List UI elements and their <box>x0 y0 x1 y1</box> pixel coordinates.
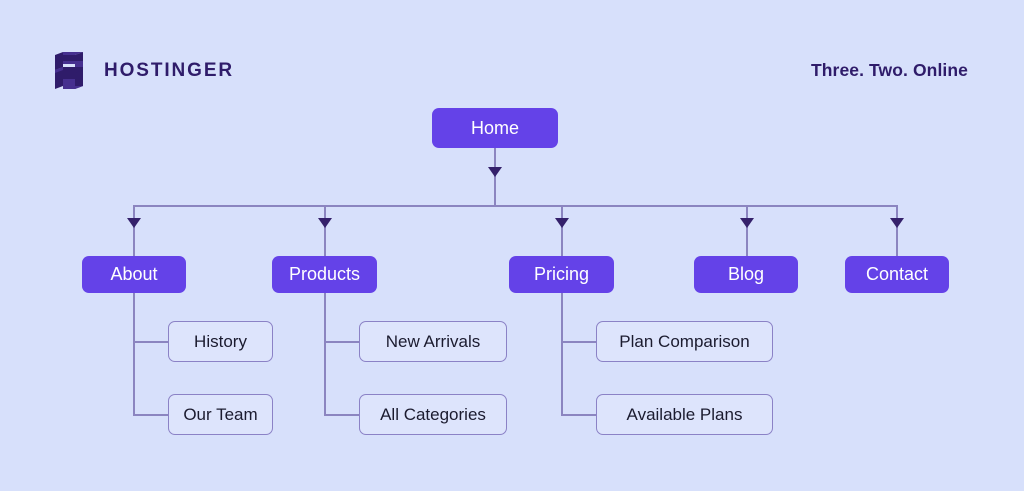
connector-spine-pricing <box>561 256 563 415</box>
hostinger-h-logo-icon <box>55 52 83 89</box>
node-blog[interactable]: Blog <box>694 256 798 293</box>
tagline: Three. Two. Online <box>810 60 968 80</box>
node-new-arrivals[interactable]: New Arrivals <box>359 321 507 362</box>
connector-stub-plan-comparison <box>561 341 596 343</box>
arrow-products <box>318 218 332 228</box>
brand-logo: HOSTINGER <box>55 52 234 89</box>
node-contact[interactable]: Contact <box>845 256 949 293</box>
node-about[interactable]: About <box>82 256 186 293</box>
connector-stub-our-team <box>133 414 168 416</box>
brand-name: HOSTINGER <box>104 60 235 81</box>
node-pricing[interactable]: Pricing <box>509 256 614 293</box>
arrow-contact <box>890 218 904 228</box>
arrow-blog <box>740 218 754 228</box>
connector-spine-about <box>133 256 135 415</box>
connector-drop-contact <box>896 205 898 256</box>
connector-drop-blog <box>746 205 748 256</box>
connector-bus-horizontal <box>133 205 897 207</box>
connector-drop-products <box>324 205 326 256</box>
arrow-pricing <box>555 218 569 228</box>
node-all-categories[interactable]: All Categories <box>359 394 507 435</box>
connector-stub-available-plans <box>561 414 596 416</box>
connector-drop-pricing <box>561 205 563 256</box>
node-our-team[interactable]: Our Team <box>168 394 273 435</box>
node-products[interactable]: Products <box>272 256 377 293</box>
node-plan-comparison[interactable]: Plan Comparison <box>596 321 773 362</box>
connector-stub-new-arrivals <box>324 341 359 343</box>
connector-stub-all-categories <box>324 414 359 416</box>
connector-drop-about <box>133 205 135 256</box>
node-available-plans[interactable]: Available Plans <box>596 394 773 435</box>
arrow-about <box>127 218 141 228</box>
node-history[interactable]: History <box>168 321 273 362</box>
connector-stub-history <box>133 341 168 343</box>
node-home[interactable]: Home <box>432 108 558 148</box>
arrow-home-down <box>488 167 502 177</box>
connector-spine-products <box>324 256 326 415</box>
